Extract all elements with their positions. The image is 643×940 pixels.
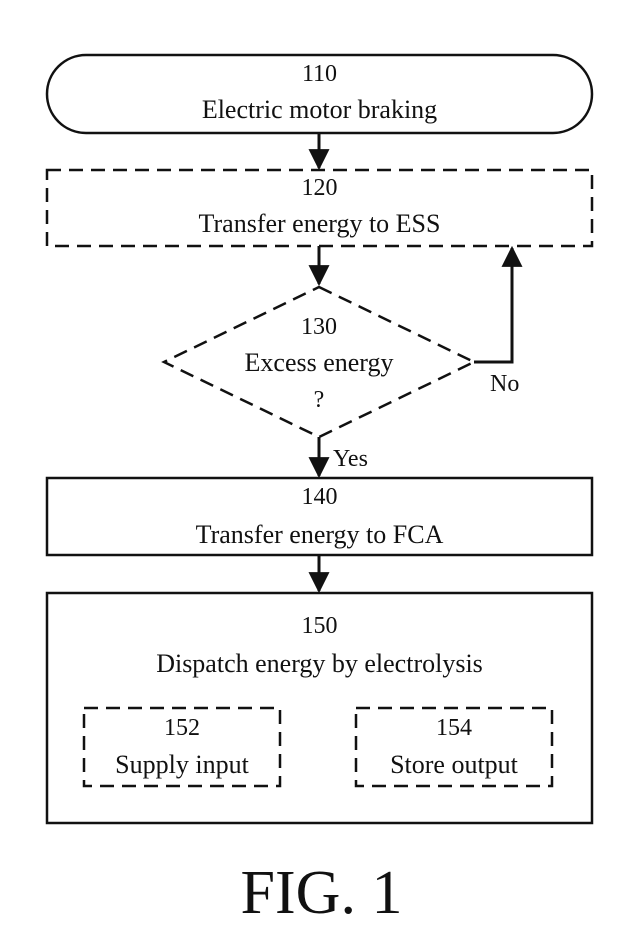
step-120-number: 120 <box>47 176 592 200</box>
step-154-label: Store output <box>356 752 552 778</box>
step-150-label: Dispatch energy by electrolysis <box>47 651 592 677</box>
step-110-label: Electric motor braking <box>47 97 592 123</box>
step-130-number: 130 <box>164 315 474 339</box>
step-140-number: 140 <box>47 485 592 509</box>
step-154-number: 154 <box>356 716 552 740</box>
figure-label: FIG. 1 <box>0 862 643 924</box>
branch-yes-label: Yes <box>333 447 368 471</box>
step-120-label: Transfer energy to ESS <box>47 211 592 237</box>
step-152-number: 152 <box>84 716 280 740</box>
branch-no-label: No <box>490 372 519 396</box>
step-110-number: 110 <box>47 62 592 86</box>
arrow-no-branch <box>474 248 512 362</box>
step-150-number: 150 <box>47 614 592 638</box>
step-130-question-mark: ? <box>164 388 474 412</box>
step-140-label: Transfer energy to FCA <box>47 522 592 548</box>
step-152-label: Supply input <box>84 752 280 778</box>
step-130-label: Excess energy <box>164 350 474 376</box>
